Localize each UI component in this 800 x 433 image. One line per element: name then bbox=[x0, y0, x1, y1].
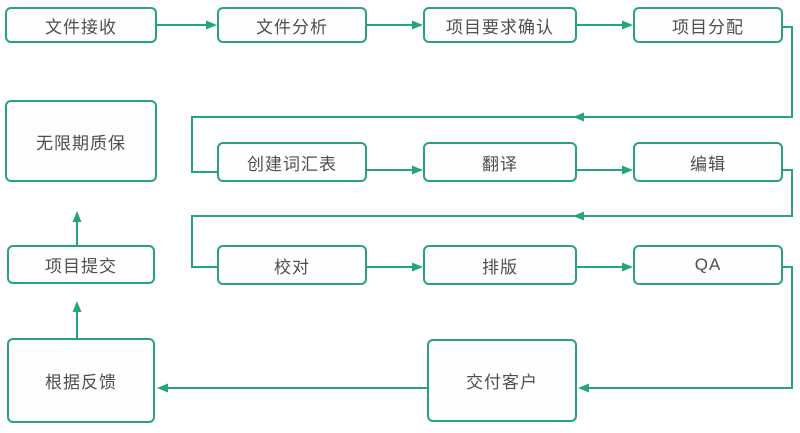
node-submission: 项目提交 bbox=[7, 245, 155, 284]
node-proofreading: 校对 bbox=[217, 245, 367, 285]
node-delivery: 交付客户 bbox=[427, 339, 577, 422]
arrowhead-right bbox=[412, 165, 423, 175]
arrowhead-left bbox=[573, 112, 584, 122]
arrowhead-right bbox=[622, 165, 633, 175]
arrowhead-up bbox=[72, 211, 82, 222]
arrowhead-left bbox=[578, 383, 589, 393]
node-translation: 翻译 bbox=[423, 142, 577, 182]
arrowhead-right bbox=[622, 20, 633, 30]
node-assignment: 项目分配 bbox=[633, 7, 783, 43]
arrowhead-right bbox=[412, 262, 423, 272]
arrowhead-left bbox=[573, 211, 584, 221]
edge-assignment-glossary bbox=[191, 26, 793, 173]
arrowhead-right bbox=[206, 20, 217, 30]
node-warranty: 无限期质保 bbox=[5, 100, 157, 182]
arrowhead-up bbox=[72, 301, 82, 312]
node-typesetting: 排版 bbox=[423, 245, 577, 285]
edge-qa-delivery bbox=[589, 266, 793, 389]
edge-editing-proofreading bbox=[191, 169, 793, 268]
node-glossary: 创建词汇表 bbox=[217, 142, 367, 182]
arrowhead-right bbox=[412, 20, 423, 30]
node-file-analysis: 文件分析 bbox=[217, 7, 367, 43]
arrowhead-left bbox=[157, 383, 168, 393]
node-qa: QA bbox=[633, 245, 783, 285]
node-feedback: 根据反馈 bbox=[7, 338, 155, 423]
node-requirements: 项目要求确认 bbox=[423, 7, 577, 43]
node-editing: 编辑 bbox=[633, 142, 783, 182]
arrowhead-right bbox=[622, 262, 633, 272]
node-file-receive: 文件接收 bbox=[5, 7, 157, 43]
